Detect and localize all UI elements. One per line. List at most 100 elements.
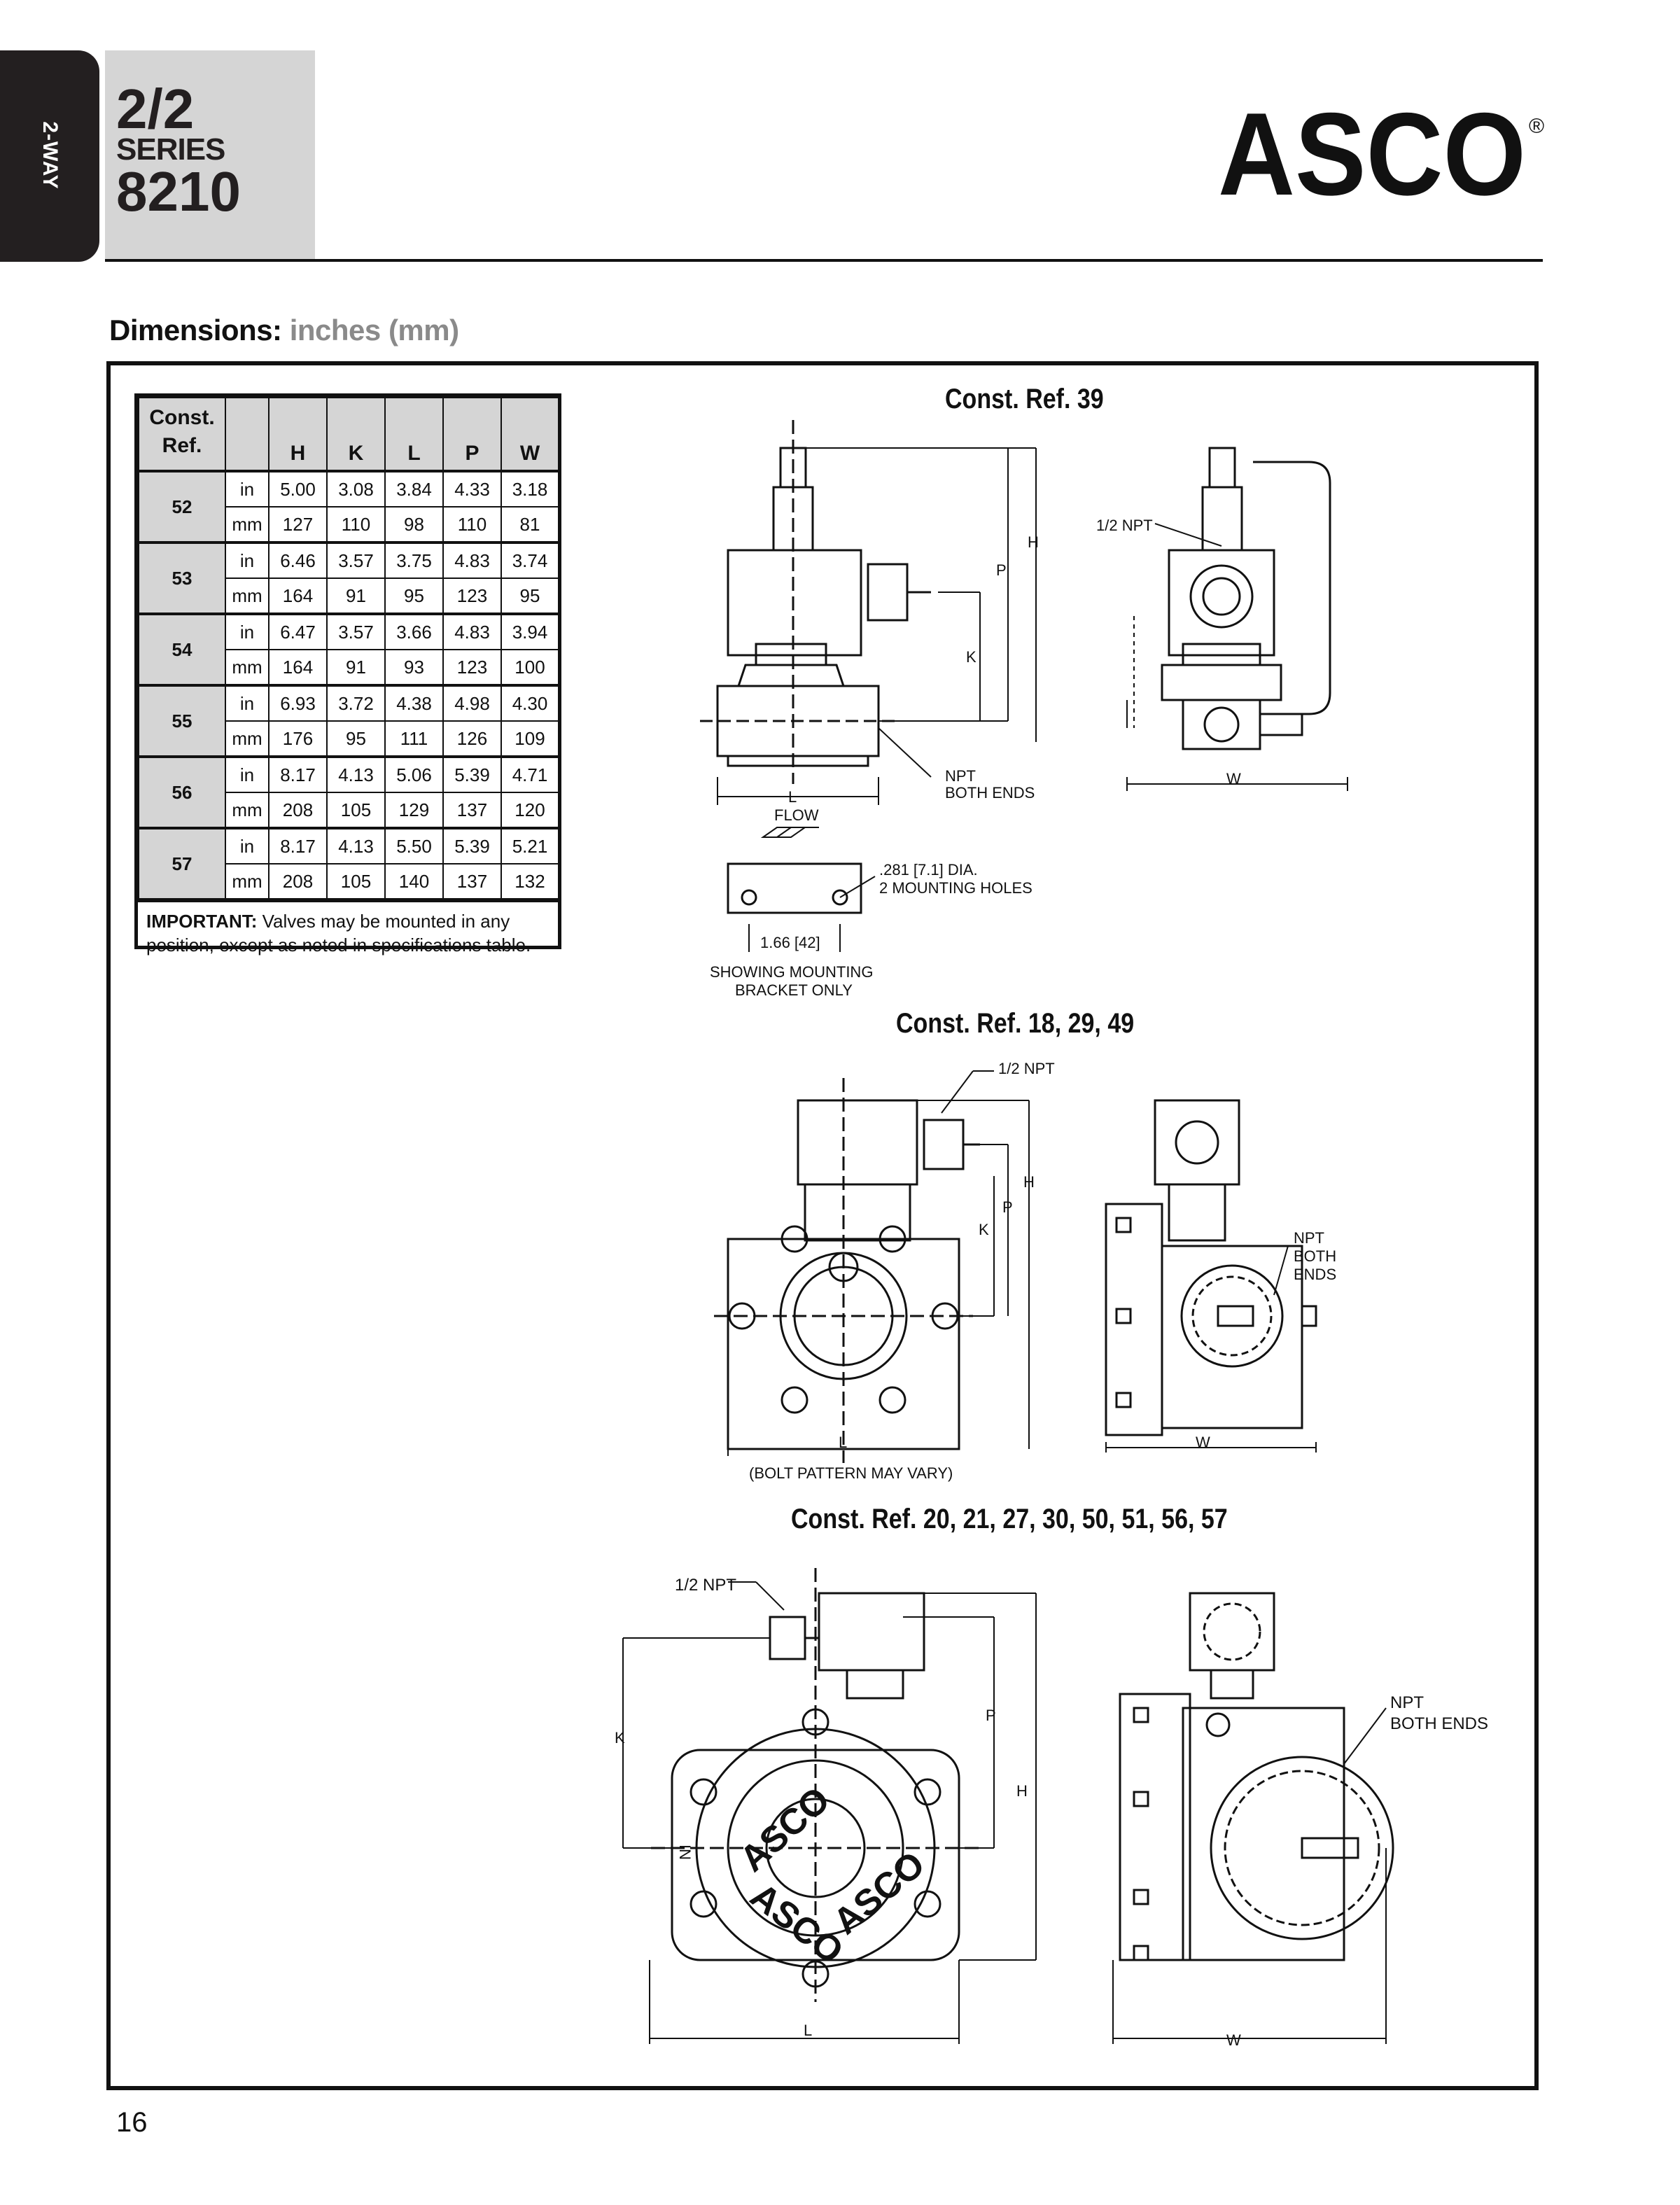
registered-mark: ® (1529, 115, 1544, 138)
const-ref-cell: 54 (138, 612, 226, 686)
d1-l-label: L (788, 788, 797, 806)
d1-flow-label: FLOW (774, 806, 819, 824)
value-cell: 8.17 (268, 827, 328, 864)
header-w: W (500, 397, 559, 472)
value-cell: 6.47 (268, 612, 328, 650)
value-cell: 129 (384, 792, 444, 829)
value-cell: 164 (268, 578, 328, 615)
value-cell: 5.21 (500, 827, 559, 864)
value-cell: 4.83 (442, 612, 502, 650)
value-cell: 3.74 (500, 541, 559, 579)
d1-npt-top-label: 1/2 NPT (1096, 517, 1153, 534)
d3-inlet-label: IN (676, 1844, 694, 1860)
value-cell: 4.13 (326, 827, 386, 864)
unit-cell: in (225, 541, 270, 579)
d1-k-label: K (966, 648, 976, 666)
series-label: SERIES (116, 132, 225, 167)
d1-holes-label-2: 2 MOUNTING HOLES (879, 879, 1032, 897)
value-cell: 208 (268, 792, 328, 829)
unit-cell: in (225, 827, 270, 864)
value-cell: 3.57 (326, 612, 386, 650)
drawing-labels: H P K L NPT BOTH ENDS FLOW .281 [7.1] DI… (615, 517, 1488, 2049)
value-cell: 3.94 (500, 612, 559, 650)
d3-npt-label-2: BOTH ENDS (1390, 1714, 1488, 1733)
unit-cell: in (225, 755, 270, 793)
value-cell: 109 (500, 720, 559, 757)
value-cell: 3.84 (384, 470, 444, 507)
value-cell: 93 (384, 649, 444, 686)
value-cell: 95 (384, 578, 444, 615)
d3-h-label: H (1016, 1782, 1028, 1800)
cast-logo-2: ASCO (743, 1875, 850, 1972)
unit-cell: mm (225, 720, 270, 757)
header-h: H (268, 397, 328, 472)
value-cell: 110 (326, 506, 386, 543)
d2-npt-top-label: 1/2 NPT (998, 1060, 1055, 1077)
dimensions-frame (106, 361, 1539, 2090)
value-cell: 100 (500, 649, 559, 686)
value-cell: 123 (442, 649, 502, 686)
value-cell: 5.06 (384, 755, 444, 793)
page-number: 16 (116, 2107, 148, 2138)
value-cell: 91 (326, 578, 386, 615)
header-rule (105, 259, 1543, 262)
value-cell: 4.71 (500, 755, 559, 793)
value-cell: 3.72 (326, 684, 386, 722)
d2-npt-label-3: ENDS (1294, 1266, 1336, 1283)
header-l: L (384, 397, 444, 472)
d3-npt-label-1: NPT (1390, 1693, 1424, 1712)
important-note: IMPORTANT: Valves may be mounted in any … (138, 899, 558, 957)
unit-cell: mm (225, 578, 270, 615)
note-text: Valves may be mounted in any position, e… (146, 911, 531, 955)
value-cell: 95 (500, 578, 559, 615)
unit-cell: in (225, 612, 270, 650)
d1-npt-label: NPT (945, 767, 976, 785)
d1-bracket-dim: 1.66 [42] (760, 934, 820, 951)
drawing3-front-view: ASCO ASCO ASCO (622, 1568, 1037, 2044)
value-cell: 126 (442, 720, 502, 757)
value-cell: 4.38 (384, 684, 444, 722)
series-number: 8210 (116, 160, 241, 223)
asco-logo: ASCO ® (1218, 105, 1544, 203)
d2-l-label: L (839, 1434, 847, 1451)
value-cell: 164 (268, 649, 328, 686)
drawing3-side-view (1112, 1592, 1394, 2044)
section-title: Dimensions: inches (mm) (109, 314, 459, 347)
drawing1-front-view (700, 420, 1037, 952)
unit-cell: in (225, 470, 270, 507)
d2-bolt-note: (BOLT PATTERN MAY VARY) (749, 1464, 953, 1482)
value-cell: 208 (268, 863, 328, 899)
value-cell: 3.75 (384, 541, 444, 579)
value-cell: 5.00 (268, 470, 328, 507)
value-cell: 176 (268, 720, 328, 757)
value-cell: 3.08 (326, 470, 386, 507)
d2-npt-label-2: BOTH (1294, 1247, 1336, 1265)
d3-k-label: K (615, 1729, 625, 1746)
const-ref-cell: 56 (138, 755, 226, 829)
d1-bracket-label-2: BRACKET ONLY (735, 981, 853, 999)
value-cell: 3.18 (500, 470, 559, 507)
header-const-ref: Const. Ref. (138, 397, 226, 472)
d1-h-label: H (1028, 533, 1039, 551)
header-k: K (326, 397, 386, 472)
value-cell: 140 (384, 863, 444, 899)
value-cell: 120 (500, 792, 559, 829)
d1-npt-both-label: BOTH ENDS (945, 784, 1035, 802)
drawing1-title: Const. Ref. 39 (945, 384, 1104, 414)
unit-cell: mm (225, 649, 270, 686)
value-cell: 8.17 (268, 755, 328, 793)
value-cell: 6.46 (268, 541, 328, 579)
value-cell: 110 (442, 506, 502, 543)
